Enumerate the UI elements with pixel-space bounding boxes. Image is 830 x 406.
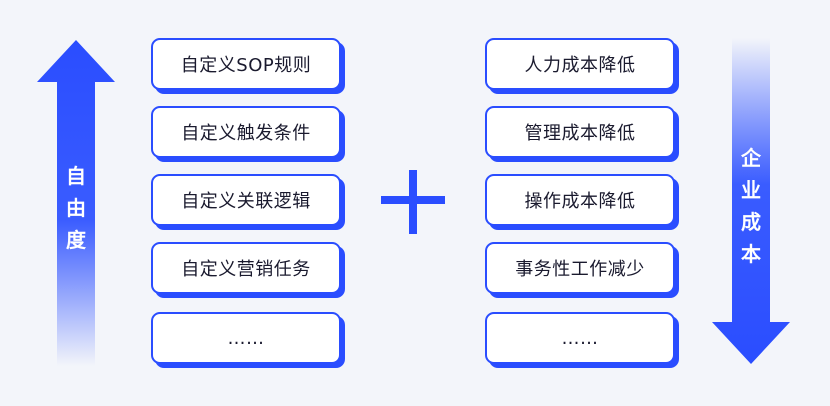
list-item: 人力成本降低 [485, 38, 675, 90]
plus-icon [381, 170, 445, 234]
enterprise-cost-label: 企业成本 [741, 146, 761, 266]
list-item: …… [485, 312, 675, 364]
list-item: 自定义营销任务 [151, 242, 341, 294]
list-item: 自定义SOP规则 [151, 38, 341, 90]
down-arrow-icon [712, 38, 790, 364]
list-item: 事务性工作减少 [485, 242, 675, 294]
list-item: 操作成本降低 [485, 174, 675, 226]
list-item: …… [151, 312, 341, 364]
freedom-label: 自由度 [66, 164, 86, 252]
list-item: 自定义触发条件 [151, 106, 341, 158]
up-arrow-icon [37, 40, 115, 366]
list-item: 自定义关联逻辑 [151, 174, 341, 226]
list-item: 管理成本降低 [485, 106, 675, 158]
